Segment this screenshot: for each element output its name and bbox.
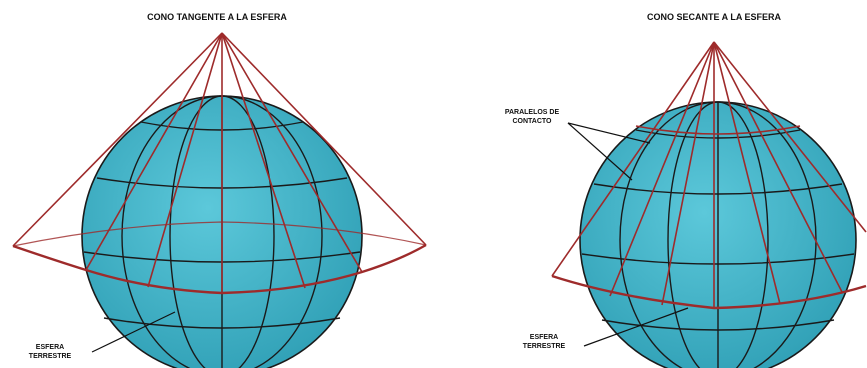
tangent-cone-figure: CONO TANGENTE A LA ESFERA: [13, 12, 426, 368]
contact-parallels-label-line1: PARALELOS DE: [505, 109, 560, 116]
secant-cone-title: CONO SECANTE A LA ESFERA: [647, 12, 782, 22]
right-earth-label-line2: TERRESTRE: [523, 343, 566, 350]
left-earth-label-line1: ESFERA: [36, 344, 64, 351]
tangent-cone-title: CONO TANGENTE A LA ESFERA: [147, 12, 287, 22]
left-earth-label-line2: TERRESTRE: [29, 353, 72, 360]
secant-cone-figure: CONO SECANTE A LA ESFERA: [505, 12, 866, 368]
right-earth-sphere: [580, 102, 856, 368]
contact-parallels-label-line2: CONTACTO: [512, 118, 552, 125]
right-earth-label-line1: ESFERA: [530, 334, 558, 341]
